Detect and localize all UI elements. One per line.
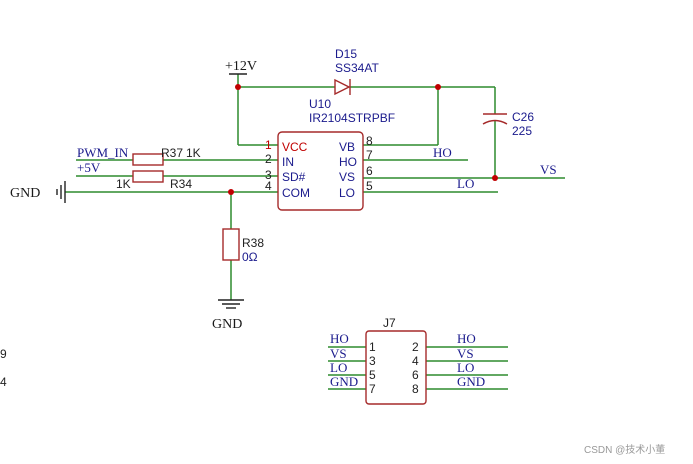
j7-left-net-1: HO <box>330 331 349 346</box>
ic-pin-name-in: IN <box>282 155 294 169</box>
cap-ref: C26 <box>512 110 534 124</box>
edge-fragment-1: 9 <box>0 347 7 361</box>
r37-value: 1K <box>186 146 201 160</box>
ic-pin-name-sd: SD# <box>282 170 306 184</box>
ic-pin-name-vcc: VCC <box>282 140 308 154</box>
ic-pin-num-8: 8 <box>366 134 373 148</box>
j7-right-net-4: VS <box>457 346 474 361</box>
j7-pin-5: 5 <box>369 368 376 382</box>
ic-pin-name-com: COM <box>282 186 310 200</box>
net-label-lo: LO <box>457 176 474 191</box>
capacitor-c26: C26 225 <box>482 110 534 138</box>
j7-pin-1: 1 <box>369 340 376 354</box>
j7-ref: J7 <box>383 316 396 330</box>
ic-pin-num-5: 5 <box>366 179 373 193</box>
j7-right-net-2: HO <box>457 331 476 346</box>
net-label-5v: +5V <box>77 160 101 175</box>
ic-pin-name-vb: VB <box>339 140 355 154</box>
r34-value: 1K <box>116 177 131 191</box>
r38-value: 0Ω <box>242 250 258 264</box>
ic-pin-num-6: 6 <box>366 164 373 178</box>
edge-fragment-2: 4 <box>0 375 7 389</box>
supply-12v: +12V <box>225 59 257 75</box>
ic-pin-num-7: 7 <box>366 148 373 162</box>
ic-pin-num-1: 1 <box>265 138 272 152</box>
j7-pin-4: 4 <box>412 354 419 368</box>
resistor-r37: R37 1K <box>132 146 201 166</box>
j7-right-net-8: GND <box>457 374 485 389</box>
r38-ref: R38 <box>242 236 264 250</box>
junction-dots <box>228 84 498 195</box>
resistor-r38: R38 0Ω <box>222 228 264 264</box>
r34-ref: R34 <box>170 177 192 191</box>
ic-pin-num-3: 3 <box>265 168 272 182</box>
diode-value: SS34AT <box>335 61 379 75</box>
ic-pin-name-lo: LO <box>339 186 355 200</box>
j7-pin-2: 2 <box>412 340 419 354</box>
j7-left-net-7: GND <box>330 374 358 389</box>
j7-pin-7: 7 <box>369 382 376 396</box>
cap-value: 225 <box>512 124 532 138</box>
diode-ref: D15 <box>335 47 357 61</box>
net-label-pwm-in: PWM_IN <box>77 145 129 160</box>
ic-value: IR2104STRPBF <box>309 111 395 125</box>
j7-right-net-6: LO <box>457 360 474 375</box>
gnd-left-symbol: GND <box>10 181 66 203</box>
gnd-bottom-label: GND <box>212 317 242 332</box>
gnd-bottom-symbol: GND <box>212 299 244 332</box>
j7-pin-3: 3 <box>369 354 376 368</box>
net-label-vs: VS <box>540 162 557 177</box>
ic-pin-num-4: 4 <box>265 179 272 193</box>
wires <box>65 74 565 390</box>
net-label-ho: HO <box>433 145 452 160</box>
ic-pin-num-2: 2 <box>265 152 272 166</box>
j7-left-net-3: VS <box>330 346 347 361</box>
j7-pin-8: 8 <box>412 382 419 396</box>
j7-left-net-5: LO <box>330 360 347 375</box>
watermark: CSDN @技术小董 <box>584 443 665 456</box>
ic-pin-name-vs: VS <box>339 170 355 184</box>
j7-pin-6: 6 <box>412 368 419 382</box>
connector-j7: J7 HO 1 VS 3 LO 5 GND 7 2 HO 4 VS 6 LO 8… <box>330 316 485 405</box>
ic-ref: U10 <box>309 97 331 111</box>
diode-d15: D15 SS34AT <box>334 47 379 96</box>
supply-12v-label: +12V <box>225 59 257 74</box>
ic-pin-name-ho: HO <box>339 155 357 169</box>
ic-u10: U10 IR2104STRPBF 1 VCC 2 IN 3 SD# 4 COM … <box>265 97 395 211</box>
r37-ref: R37 <box>161 146 183 160</box>
resistor-r34: 1K R34 <box>116 170 192 191</box>
gnd-left-label: GND <box>10 186 40 201</box>
